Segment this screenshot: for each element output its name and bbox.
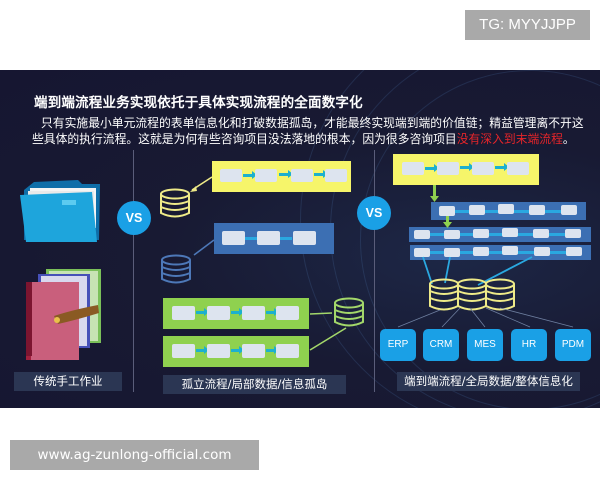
url-watermark: www.ag-zunlong-official.com bbox=[10, 440, 259, 470]
flow-node bbox=[242, 306, 265, 320]
flow-node bbox=[172, 306, 195, 320]
flow-link bbox=[545, 210, 561, 213]
system-mes: MES bbox=[467, 329, 503, 361]
flow-link bbox=[280, 237, 292, 240]
system-hr: HR bbox=[511, 329, 547, 361]
folder-icon bbox=[20, 180, 100, 242]
flow-node bbox=[439, 206, 455, 216]
flow-node bbox=[534, 247, 550, 256]
flow-node bbox=[533, 229, 549, 238]
flow-node bbox=[414, 248, 430, 257]
flow-node bbox=[561, 205, 577, 215]
caption-end-to-end: 端到端流程/全局数据/整体信息化 bbox=[397, 372, 580, 391]
flow-link bbox=[455, 210, 469, 213]
caption-traditional: 传统手工作业 bbox=[14, 372, 122, 391]
flow-node bbox=[220, 169, 242, 182]
flow-node bbox=[472, 162, 494, 175]
flow-node bbox=[469, 205, 485, 215]
flow-arrow bbox=[460, 163, 474, 171]
flow-node bbox=[529, 205, 545, 215]
database-icon bbox=[161, 254, 191, 284]
flow-node bbox=[207, 306, 230, 320]
flow-node bbox=[222, 231, 245, 245]
flow-arrow bbox=[196, 308, 209, 316]
flow-link bbox=[420, 251, 580, 254]
flow-node bbox=[502, 228, 518, 237]
system-pdm: PDM bbox=[555, 329, 591, 361]
description-text: 些具体的执行流程。这就是为何有些咨询项目没法落地的根本，因为很多咨询项目 bbox=[32, 132, 457, 146]
flow-node bbox=[565, 229, 581, 238]
flow-arrow bbox=[279, 170, 293, 178]
flow-node bbox=[437, 162, 459, 175]
flow-node bbox=[276, 306, 299, 320]
flow-node bbox=[293, 231, 316, 245]
flow-node bbox=[402, 162, 424, 175]
flow-arrow bbox=[495, 163, 509, 171]
flow-node bbox=[502, 246, 518, 255]
flow-node bbox=[255, 169, 277, 182]
end-to-end-connectors bbox=[397, 185, 574, 328]
caption-isolated: 孤立流程/局部数据/信息孤岛 bbox=[163, 375, 346, 394]
slide-description: 只有实施最小单元流程的表单信息化和打破数据孤岛，才能最终实现端到端的价值链；精益… bbox=[32, 115, 584, 147]
flow-arrow bbox=[243, 171, 257, 179]
isolated-database-icons bbox=[160, 176, 364, 351]
tg-watermark: TG: MYYJJPP bbox=[465, 10, 590, 40]
database-icon bbox=[334, 297, 364, 327]
system-crm: CRM bbox=[423, 329, 459, 361]
database-icon bbox=[160, 188, 190, 218]
divider-left bbox=[133, 150, 134, 392]
divider-right bbox=[374, 150, 375, 392]
system-erp: ERP bbox=[380, 329, 416, 361]
flow-node bbox=[172, 344, 195, 358]
flow-link bbox=[245, 237, 257, 240]
flow-node bbox=[276, 344, 299, 358]
vs-badge-left: VS bbox=[117, 201, 151, 235]
flow-node bbox=[325, 169, 347, 182]
flow-node bbox=[444, 230, 460, 239]
flow-node bbox=[414, 230, 430, 239]
flow-node bbox=[473, 247, 489, 256]
flow-arrow bbox=[196, 346, 209, 354]
flow-arrow bbox=[231, 308, 244, 316]
flow-arrow bbox=[425, 164, 439, 172]
flow-arrow bbox=[231, 346, 244, 354]
flow-node bbox=[291, 169, 313, 182]
flow-node bbox=[242, 344, 265, 358]
flow-link bbox=[485, 210, 498, 213]
flow-link bbox=[420, 233, 580, 236]
flow-node bbox=[473, 229, 489, 238]
description-line-2: 些具体的执行流程。这就是为何有些咨询项目没法落地的根本，因为很多咨询项目没有深入… bbox=[32, 131, 575, 147]
highlight-text: 没有深入到末端流程 bbox=[456, 132, 563, 146]
database-cluster-icon bbox=[429, 278, 515, 311]
flow-node bbox=[507, 162, 529, 175]
flow-node bbox=[257, 231, 280, 245]
vs-badge-right: VS bbox=[357, 196, 391, 230]
description-line-1: 只有实施最小单元流程的表单信息化和打破数据孤岛，才能最终实现端到端的价值链；精益… bbox=[41, 116, 584, 130]
binder-books-icon bbox=[26, 269, 101, 360]
flow-node bbox=[498, 204, 514, 214]
slide-title: 端到端流程业务实现依托于具体实现流程的全面数字化 bbox=[34, 95, 363, 111]
slide: 端到端流程业务实现依托于具体实现流程的全面数字化 只有实施最小单元流程的表单信息… bbox=[0, 70, 600, 408]
flow-node bbox=[207, 344, 230, 358]
flow-node bbox=[444, 248, 460, 257]
description-end: 。 bbox=[562, 132, 575, 146]
flow-node bbox=[566, 247, 582, 256]
flow-link bbox=[514, 210, 529, 213]
